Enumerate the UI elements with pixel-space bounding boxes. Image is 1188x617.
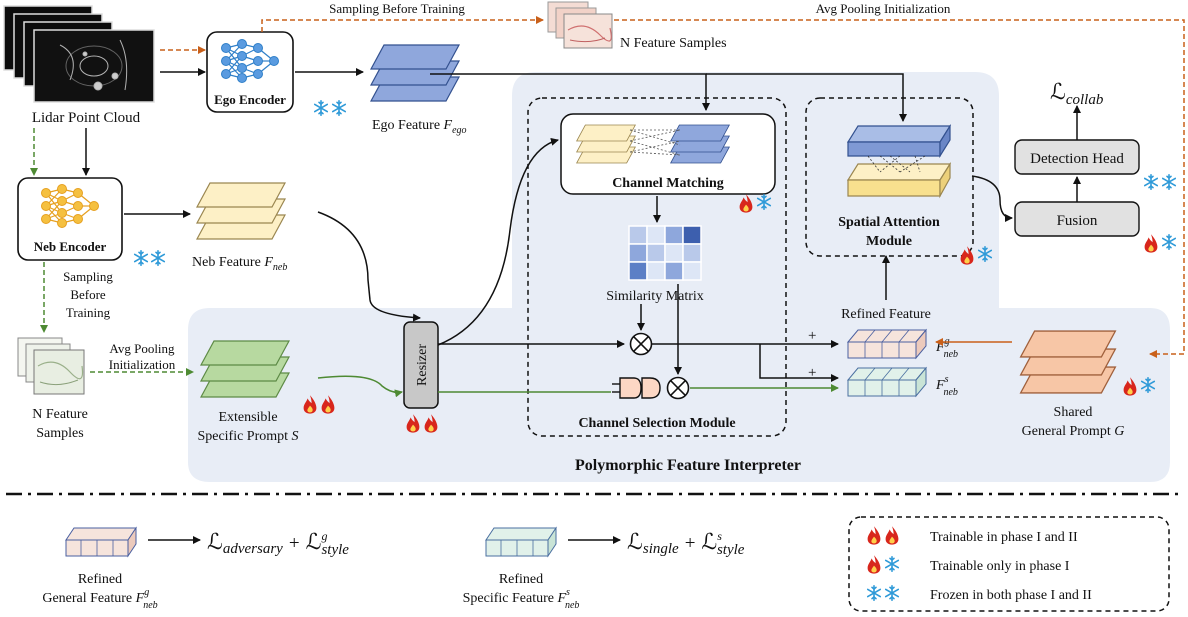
arrows	[82, 68, 1081, 382]
general-prompt-label-line2: General Prompt G	[1022, 424, 1125, 439]
ego-feature-label: Ego Feature Fego	[372, 118, 467, 136]
detection-head-label: Detection Head	[1030, 151, 1124, 167]
specific-prompt-label-line1: Extensible	[218, 410, 277, 425]
sampling-left-line2: Before	[70, 287, 106, 302]
neb-encoder-label: Neb Encoder	[34, 239, 107, 254]
fusion-label: Fusion	[1057, 213, 1098, 229]
lidar-point-cloud-image	[3, 5, 155, 103]
ego-feature-stack	[370, 44, 460, 102]
gate-icon	[612, 377, 661, 399]
spatial-attention-blue-slab	[846, 123, 952, 159]
plus-sign: +	[808, 328, 816, 344]
collab-loss-label: ℒcollab	[1050, 79, 1104, 108]
refined-specific-feature-cube	[846, 366, 928, 398]
samples-left-label-line2: Samples	[36, 426, 83, 441]
channel-selection-label: Channel Selection Module	[578, 416, 735, 431]
channel-matching-links	[629, 129, 681, 156]
snowflake-icon	[331, 100, 347, 116]
neb-feature-stack	[196, 182, 286, 240]
spatial-attention-yellow-slab	[846, 161, 952, 199]
orange-arrows	[160, 16, 1185, 358]
multiply-icon	[629, 332, 653, 356]
channel-matching-label: Channel Matching	[612, 176, 724, 191]
snowflake-icon	[866, 585, 882, 601]
legend-trainable-phase1: Trainable only in phase I	[930, 559, 1070, 574]
samples-top-label: N Feature Samples	[620, 36, 727, 51]
channel-matching-blue-stack	[670, 124, 730, 164]
avg-pooling-left-line2: Initialization	[109, 357, 176, 372]
multiply-icon	[666, 376, 690, 400]
legend-frozen: Frozen in both phase I and II	[930, 588, 1092, 603]
legend-specific-line1: Refined	[499, 572, 543, 587]
fire-icon	[885, 526, 899, 545]
interpreter-label: Polymorphic Feature Interpreter	[575, 457, 801, 474]
refined-general-feature-cube	[846, 328, 928, 360]
legend-trainable-both: Trainable in phase I and II	[930, 530, 1078, 545]
legend-general-cube	[65, 526, 137, 558]
general-prompt-label-line1: Shared	[1054, 405, 1093, 420]
neb-encoder-box	[17, 177, 123, 261]
neb-feature-label: Neb Feature Fneb	[192, 255, 287, 273]
lidar-label: Lidar Point Cloud	[32, 110, 141, 126]
fire-icon	[1144, 234, 1158, 253]
feature-samples-top-image	[547, 1, 613, 49]
legend-general-line1: Refined	[78, 572, 122, 587]
ego-encoder-label: Ego Encoder	[214, 92, 286, 107]
snowflake-icon	[150, 250, 166, 266]
fire-icon	[867, 526, 881, 545]
snowflake-icon	[1143, 174, 1159, 190]
similarity-matrix	[628, 225, 702, 281]
channel-matching-yellow-stack	[576, 124, 636, 164]
samples-left-label-line1: N Feature	[32, 407, 88, 422]
sampling-left-line1: Sampling	[63, 269, 113, 284]
resizer-box	[403, 321, 439, 409]
avg-pooling-left-line1: Avg Pooling	[109, 341, 175, 356]
general-prompt-stack	[1019, 330, 1117, 394]
fire-icon	[867, 555, 881, 574]
avg-pooling-top-label: Avg Pooling Initialization	[816, 1, 951, 16]
similarity-matrix-label: Similarity Matrix	[606, 289, 704, 304]
snowflake-icon	[133, 250, 149, 266]
sampling-left-line3: Training	[66, 305, 111, 320]
channel-selection-module-box	[527, 97, 787, 437]
snowflake-icon	[884, 585, 900, 601]
refined-feature-label: Refined Feature	[841, 307, 931, 322]
snowflake-icon	[1161, 234, 1177, 250]
legend-specific-cube	[485, 526, 557, 558]
snowflake-icon	[1161, 174, 1177, 190]
specific-prompt-stack	[200, 340, 290, 398]
spatial-attention-label-line2: Module	[866, 234, 912, 249]
feature-samples-left-image	[17, 337, 85, 395]
specific-prompt-label-line2: Specific Prompt S	[197, 429, 298, 444]
plus-sign: +	[808, 365, 816, 381]
green-arrows	[30, 128, 839, 398]
resizer-label: Resizer	[415, 344, 430, 386]
sampling-top-label: Sampling Before Training	[329, 1, 465, 16]
snowflake-icon	[884, 556, 900, 572]
legend-key-box	[848, 516, 1170, 612]
spatial-attention-label-line1: Spatial Attention	[838, 215, 940, 230]
spatial-attention-links	[867, 155, 926, 173]
snowflake-icon	[313, 100, 329, 116]
